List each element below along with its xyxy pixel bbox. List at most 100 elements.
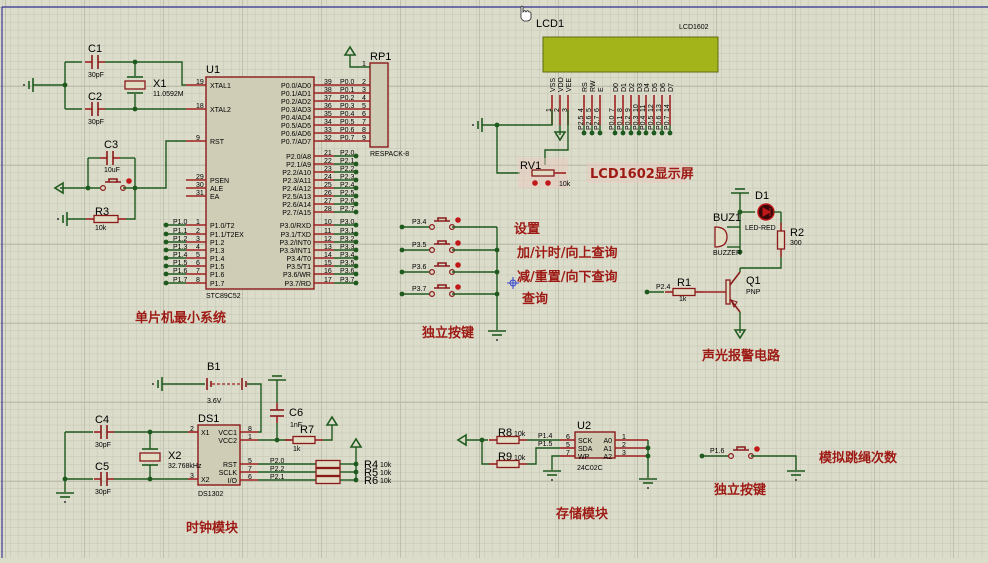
crystal-x2[interactable] (139, 448, 161, 466)
net-label: P0.2 (625, 115, 632, 130)
net-label: P0.2 (340, 95, 355, 102)
mcu-u1-body[interactable] (205, 76, 315, 290)
key-button-4[interactable] (429, 284, 456, 298)
net-label: P1.6 (173, 268, 188, 275)
plunger (733, 446, 749, 451)
resistor-r2[interactable] (776, 230, 786, 250)
mcu-pin-number: 10 (324, 219, 332, 226)
mcu-pin-number: 23 (324, 166, 332, 173)
mcu-part: STC89C52 (206, 293, 241, 300)
junction-dot (132, 59, 138, 65)
mcu-pin-number: 9 (196, 135, 200, 142)
net-label: P1.0 (173, 219, 188, 226)
power-terminal-icon (733, 329, 747, 340)
net-label: P2.1 (270, 474, 285, 481)
mcu-pin-name: P1.6 (210, 272, 225, 279)
wire (482, 110, 553, 126)
c6-ref: C6 (289, 407, 303, 419)
crystal-x1[interactable] (124, 76, 146, 94)
net-terminal (353, 239, 359, 245)
buz1-ref: BUZ1 (713, 212, 741, 224)
net-label: P0.4 (340, 111, 355, 118)
mcu-pin-number: 17 (324, 277, 332, 284)
net-label: P3.3 (340, 244, 355, 251)
net-terminal (163, 222, 169, 228)
r7-value: 1k (293, 446, 301, 453)
transistor-q1[interactable] (725, 279, 731, 305)
ds1-pin-name: VCC1 (218, 430, 237, 437)
eeprom-24c02c-body[interactable] (574, 431, 616, 459)
mcu-pin-number: 7 (196, 268, 200, 275)
net-label: P1.1 (173, 228, 188, 235)
mcu-pin-number: 37 (324, 95, 332, 102)
lcd-pin-name: D7 (668, 83, 675, 92)
ds1-pin-number: 6 (248, 474, 252, 481)
potentiometer-rv1[interactable] (531, 169, 555, 177)
capacitor-c4[interactable] (100, 425, 108, 439)
capacitor-c3[interactable] (106, 151, 114, 165)
buzzer[interactable] (714, 226, 728, 248)
gnd-dot (23, 84, 25, 86)
resistor-r5[interactable] (315, 467, 341, 477)
resistor-r9[interactable] (496, 459, 520, 469)
ds1-pin-name: RST (223, 462, 238, 469)
c6-value: 1nF (290, 422, 302, 429)
capacitor-c2[interactable] (91, 102, 99, 116)
wire (323, 425, 333, 441)
r2-ref: R2 (790, 227, 804, 239)
resistor-r3[interactable] (93, 214, 119, 224)
r9-value: 10k (514, 455, 526, 462)
mcu-pin-name: P1.2 (210, 240, 225, 247)
lcd-pin-name: RW (590, 80, 597, 92)
resistor-r8[interactable] (496, 435, 520, 445)
lcd-pin-name: D1 (621, 83, 628, 92)
wire (247, 383, 262, 433)
resistor-r1[interactable] (672, 287, 696, 297)
lcd-title-highlight (587, 163, 687, 183)
u2-pin-name: A2 (603, 454, 612, 461)
rp1-part: RESPACK-8 (370, 151, 409, 158)
capacitor-c6[interactable] (270, 409, 284, 417)
power-terminal-icon (325, 415, 339, 426)
mcu-pin-name: P1.5 (210, 264, 225, 271)
net-terminal (353, 263, 359, 269)
mcu-pin-name: XTAL1 (210, 83, 231, 90)
resistor-r6[interactable] (315, 475, 341, 485)
section-title-jump-key: 独立按键 (714, 482, 766, 498)
lcd-pin-number: 2 (554, 108, 561, 112)
net-label: P0.7 (664, 115, 671, 130)
net-label: P2.7 (594, 115, 601, 130)
r1-ref: R1 (677, 277, 691, 289)
junction-dot (132, 106, 138, 112)
key-button-1[interactable] (429, 217, 456, 231)
junction-dot (62, 476, 68, 482)
key-function-label: 减/重置/向下查询 (517, 269, 618, 285)
ground-icon (57, 212, 68, 226)
r3-value: 10k (95, 225, 107, 232)
resistor-r7[interactable] (292, 435, 316, 445)
rtc-ds1302-body[interactable] (197, 424, 241, 486)
contact (429, 247, 436, 254)
capacitor-c5[interactable] (100, 472, 108, 486)
capacitor-c1[interactable] (91, 55, 99, 69)
pullup-value: 10k (380, 462, 392, 469)
net-terminal (659, 130, 665, 136)
rp1-body[interactable] (369, 62, 389, 148)
lcd-pin-number: 10 (633, 104, 640, 112)
lcd-pin-number: 5 (586, 108, 593, 112)
button-state-indicator (455, 284, 461, 290)
section-title-storage: 存储模块 (556, 506, 609, 522)
key-button-2[interactable] (429, 240, 456, 254)
pullup-ref: R5 (364, 467, 378, 479)
mcu-pin-number: 22 (324, 158, 332, 165)
net-terminal (353, 201, 359, 207)
jump-function-label: 模拟跳绳次数 (819, 450, 898, 466)
net-terminal (353, 185, 359, 191)
mcu-pin-name: P1.1/T2EX (210, 232, 244, 239)
lcd-screen[interactable] (542, 36, 719, 73)
mcu-pin-name: P0.7/AD7 (281, 139, 311, 146)
resistor-r4[interactable] (315, 459, 341, 469)
pullup-ref: R6 (364, 475, 378, 487)
